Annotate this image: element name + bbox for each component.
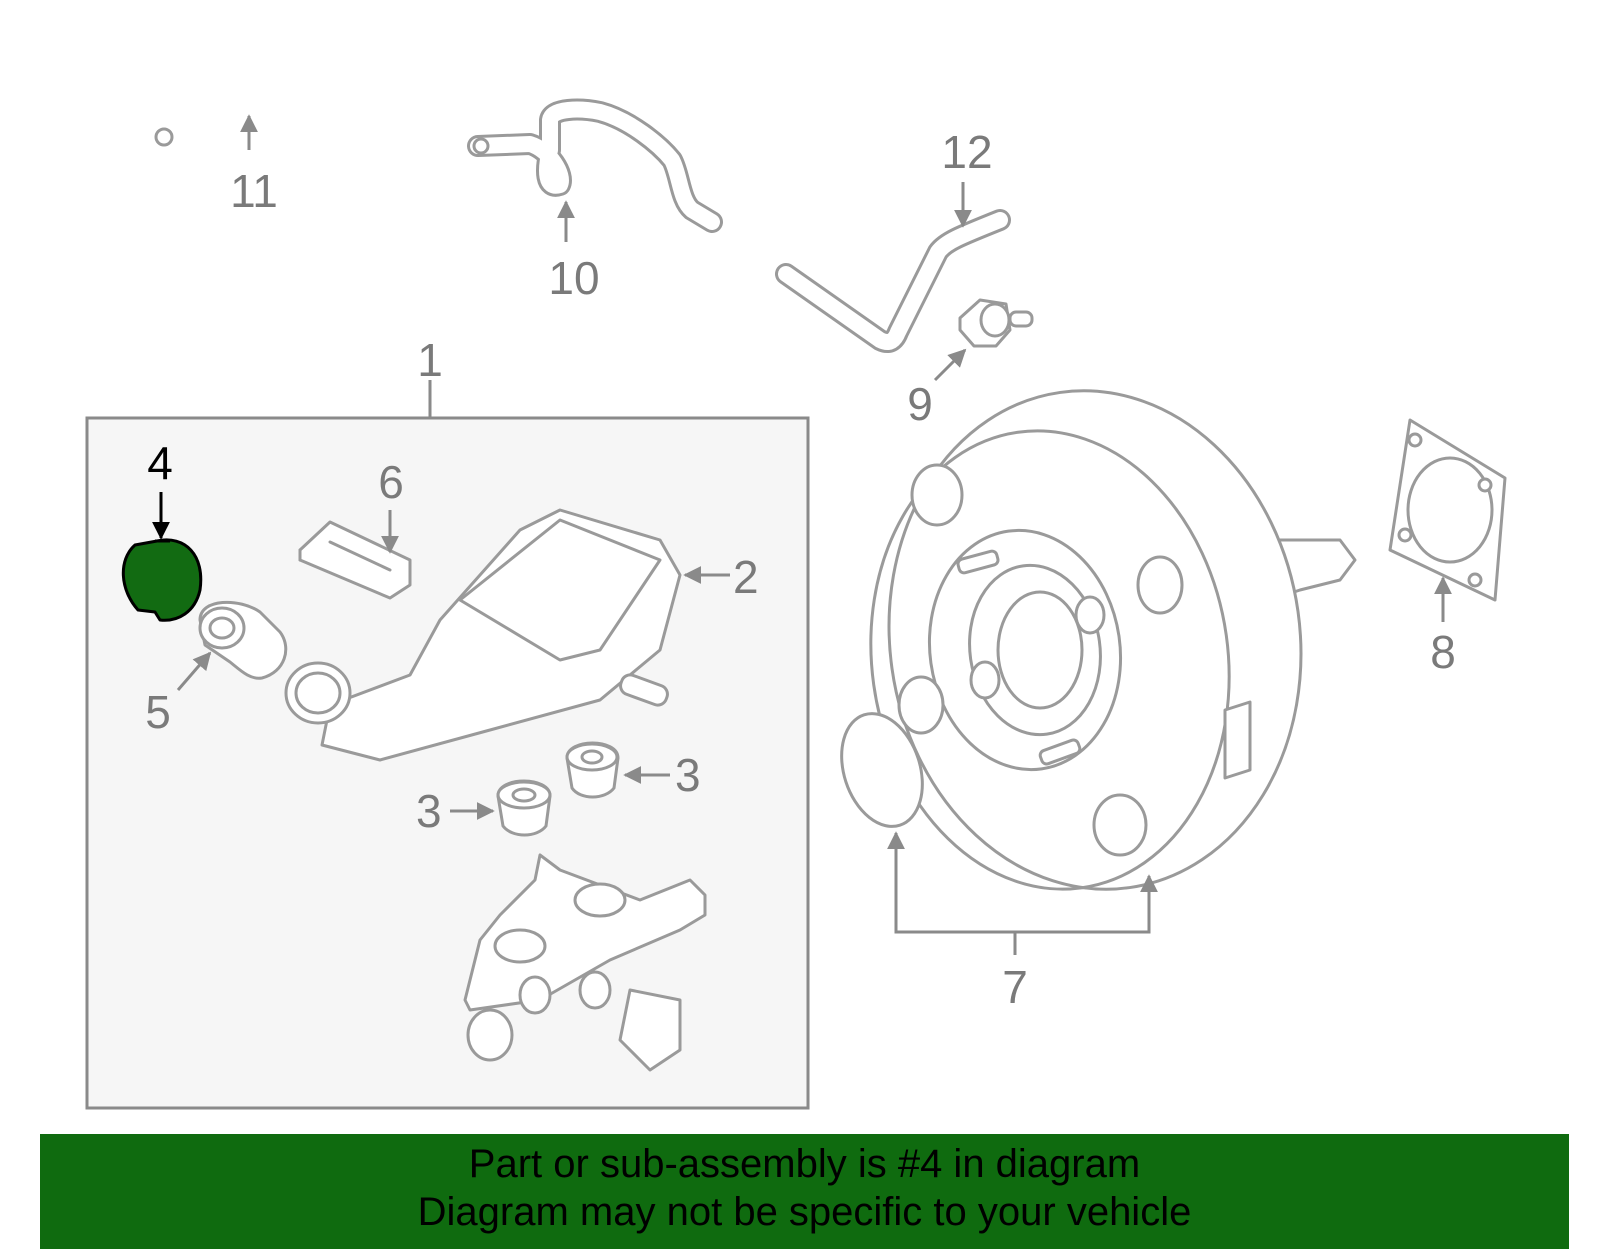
callout-3-left: 3 [416, 785, 442, 837]
seal-3a [565, 741, 620, 799]
filter-5 [198, 600, 288, 680]
callout-5: 5 [145, 686, 171, 738]
callout-7: 7 [1002, 961, 1028, 1013]
seal-3b [496, 779, 552, 837]
o-ring-7 [840, 712, 924, 828]
reservoir-cap-4[interactable] [121, 538, 203, 622]
callout-3-right: 3 [675, 749, 701, 801]
callout-10: 10 [548, 252, 599, 304]
clip-6 [298, 520, 412, 600]
brake-booster-7 [869, 389, 1357, 891]
hose-11 [152, 77, 448, 161]
hose-10 [467, 98, 723, 233]
subassembly-panel [85, 416, 810, 1110]
hose-12 [775, 209, 1011, 353]
callout-2: 2 [733, 551, 759, 603]
callout-4: 4 [147, 437, 173, 489]
callout-1: 1 [417, 334, 443, 386]
banner-line-disclaimer: Diagram may not be specific to your vehi… [417, 1190, 1192, 1234]
callout-12: 12 [941, 126, 992, 178]
callout-8: 8 [1430, 626, 1456, 678]
reservoir-2 [284, 508, 682, 762]
callout-9: 9 [907, 378, 933, 430]
check-valve-9 [958, 298, 1034, 348]
banner-line-part: Part or sub-assembly is #4 in diagram [468, 1142, 1141, 1186]
info-banner: Part or sub-assembly is #4 in diagram Di… [40, 1134, 1569, 1249]
master-cylinder [463, 853, 707, 1072]
callout-6: 6 [378, 456, 404, 508]
gasket-8 [1388, 418, 1507, 602]
callout-11: 11 [230, 165, 278, 217]
